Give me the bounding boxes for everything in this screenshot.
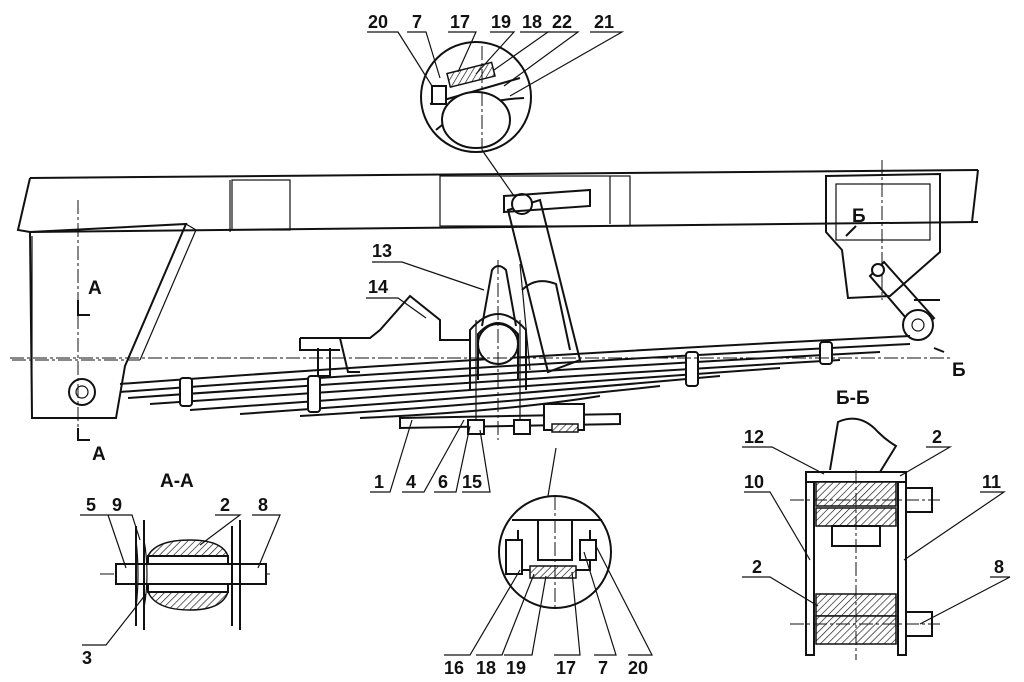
label-19-top: 19 bbox=[491, 12, 511, 32]
section-b-b-title: Б-Б bbox=[836, 388, 870, 409]
label-19-bottom: 19 bbox=[506, 658, 526, 678]
label-3: 3 bbox=[82, 648, 92, 668]
label-10: 10 bbox=[744, 472, 764, 492]
section-b-marker-right: Б bbox=[952, 360, 966, 381]
section-a-marker-bottom: А bbox=[92, 444, 106, 465]
shock-absorber bbox=[503, 188, 591, 433]
section-b-marker-top: Б bbox=[852, 206, 866, 227]
label-8-section-b: 8 bbox=[994, 557, 1004, 577]
label-11: 11 bbox=[982, 472, 1001, 492]
section-b-b bbox=[790, 417, 940, 660]
label-4: 4 bbox=[406, 472, 416, 492]
part-number-labels: 20 7 17 19 18 22 21 13 14 1 4 6 15 5 9 2… bbox=[82, 12, 1004, 678]
label-20-bottom: 20 bbox=[628, 658, 648, 678]
leader-lines bbox=[80, 31, 1011, 656]
label-20-top: 20 bbox=[368, 12, 388, 32]
section-markers bbox=[77, 225, 945, 441]
section-labels: А А А-А Б Б Б-Б bbox=[88, 206, 966, 492]
label-15: 15 bbox=[462, 472, 482, 492]
label-13: 13 bbox=[372, 241, 392, 261]
label-7-top: 7 bbox=[412, 12, 422, 32]
frame-rail bbox=[16, 169, 979, 233]
rear-spring-bracket bbox=[825, 160, 941, 341]
label-8-section-a: 8 bbox=[258, 495, 268, 515]
detail-view-lower-mount bbox=[498, 447, 612, 609]
section-a-a-title: А-А bbox=[160, 471, 194, 492]
label-1: 1 bbox=[374, 472, 384, 492]
label-22: 22 bbox=[552, 12, 572, 32]
label-16: 16 bbox=[444, 658, 464, 678]
section-a-marker-top: А bbox=[88, 278, 102, 299]
front-spring-bracket bbox=[12, 200, 197, 440]
section-a-a bbox=[100, 520, 270, 630]
detail-view-upper-mount bbox=[420, 41, 532, 197]
label-17-top: 17 bbox=[450, 12, 470, 32]
label-12: 12 bbox=[744, 427, 764, 447]
label-5: 5 bbox=[86, 495, 96, 515]
label-14: 14 bbox=[368, 277, 388, 297]
label-18-bottom: 18 bbox=[476, 658, 496, 678]
label-7-bottom: 7 bbox=[598, 658, 608, 678]
label-2-section-b-top: 2 bbox=[932, 427, 942, 447]
label-18-top: 18 bbox=[522, 12, 542, 32]
label-9: 9 bbox=[112, 495, 122, 515]
label-17-bottom: 17 bbox=[556, 658, 576, 678]
axle-and-u-bolts bbox=[10, 260, 950, 440]
label-2-section-b-bottom: 2 bbox=[752, 557, 762, 577]
label-21: 21 bbox=[594, 12, 614, 32]
label-6: 6 bbox=[438, 472, 448, 492]
label-2-section-a: 2 bbox=[220, 495, 230, 515]
